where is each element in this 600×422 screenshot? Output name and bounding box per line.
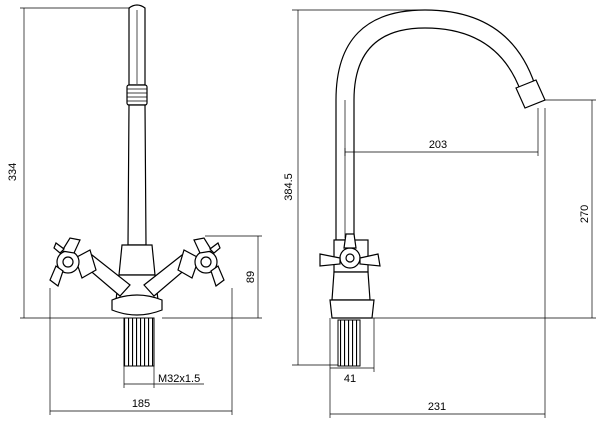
front-left-arm bbox=[49, 237, 131, 297]
dim-side-depth: 231 bbox=[329, 108, 546, 418]
dim-front-width: 185 bbox=[49, 288, 233, 415]
side-spout bbox=[335, 9, 546, 241]
dim-front-thread-label: M32x1.5 bbox=[158, 373, 200, 385]
dim-front-height-label: 334 bbox=[7, 163, 19, 181]
dim-front-handle-label: 89 bbox=[245, 271, 257, 283]
side-body bbox=[319, 233, 381, 319]
dim-side-depth-label: 231 bbox=[428, 401, 446, 413]
front-view: 334 89 M32x1.5 185 bbox=[7, 4, 262, 415]
dim-side-spout-height-label: 270 bbox=[579, 205, 591, 223]
dim-front-width-label: 185 bbox=[132, 398, 150, 410]
dim-front-thread: M32x1.5 bbox=[123, 366, 204, 388]
dim-front-handle-height: 89 bbox=[162, 235, 262, 319]
dim-side-height: 384.5 bbox=[283, 9, 425, 366]
side-shank bbox=[337, 319, 361, 367]
dim-front-height: 334 bbox=[7, 7, 130, 319]
dim-side-height-label: 384.5 bbox=[283, 173, 295, 201]
front-right-arm bbox=[143, 237, 225, 297]
side-view: 384.5 203 270 41 231 bbox=[283, 9, 596, 418]
dim-side-spout-height: 270 bbox=[372, 99, 596, 319]
dim-side-base-label: 41 bbox=[344, 373, 356, 385]
dim-side-reach: 203 bbox=[344, 108, 539, 156]
dim-side-base: 41 bbox=[329, 318, 375, 385]
dim-side-reach-label: 203 bbox=[429, 139, 447, 151]
front-shank bbox=[123, 317, 155, 367]
front-spout bbox=[126, 4, 148, 246]
